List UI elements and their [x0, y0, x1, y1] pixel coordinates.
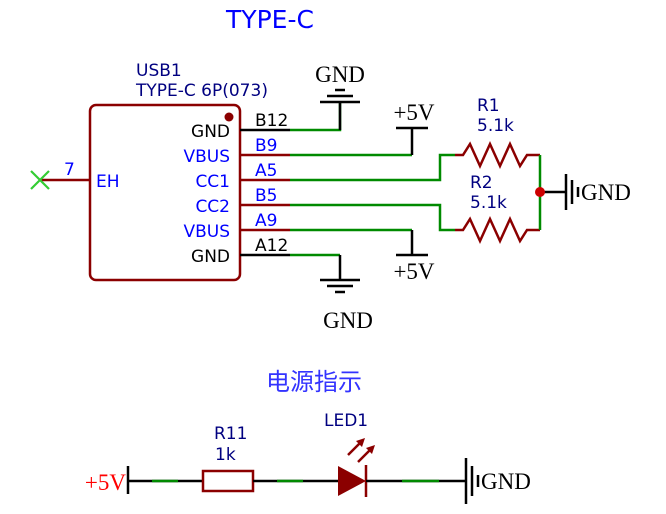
- pin-name-vbus-b9: VBUS: [183, 147, 230, 167]
- usb-body[interactable]: [88, 103, 242, 282]
- pin-name-gnd-a12: GND: [191, 247, 230, 267]
- pin-eh-name: EH: [96, 172, 120, 192]
- pin-name-cc2: CC2: [195, 197, 230, 217]
- no-connect-icon: [30, 170, 50, 190]
- pin-eh-number: 7: [64, 160, 75, 180]
- usb-designator: USB1: [136, 61, 182, 81]
- schematic-title: TYPE-C: [225, 5, 314, 34]
- r1-designator: R1: [477, 96, 500, 116]
- indicator-title: 电源指示: [266, 368, 362, 396]
- resistor-r2[interactable]: [455, 215, 540, 245]
- indicator-gnd-icon: [464, 458, 480, 504]
- gnd-right-label: GND: [581, 180, 631, 205]
- junction-dot: [535, 187, 545, 197]
- pin-name-vbus-a9: VBUS: [183, 222, 230, 242]
- wire-cc2-r2[interactable]: [290, 203, 455, 232]
- resistor-r1[interactable]: [455, 140, 540, 170]
- led-emission-arrows-icon: [347, 438, 375, 463]
- pin-name-gnd-b12: GND: [191, 122, 230, 142]
- wire-cc1-r1[interactable]: [290, 153, 455, 182]
- vcc-top-label: +5V: [393, 100, 434, 125]
- indicator-gnd-label: GND: [481, 469, 531, 494]
- pin1-marker: [224, 112, 234, 122]
- resistor-r11[interactable]: [201, 469, 255, 493]
- gnd-top-label: GND: [315, 62, 365, 87]
- r2-value: 5.1k: [470, 193, 507, 213]
- gnd-bottom-label: GND: [323, 308, 373, 333]
- pin-name-cc1: CC1: [195, 172, 230, 192]
- pin-number-a9: A9: [255, 211, 277, 231]
- led1-designator: LED1: [324, 411, 368, 431]
- usb-connector-symbol[interactable]: [88, 103, 242, 282]
- usb-value: TYPE-C 6P(073): [135, 81, 268, 101]
- gnd-bottom-icon: [320, 278, 360, 294]
- pin-number-b9: B9: [255, 136, 277, 156]
- r1-value: 5.1k: [477, 116, 514, 136]
- gnd-top-icon: [320, 88, 360, 104]
- led1-diode-icon[interactable]: [338, 465, 368, 497]
- r2-designator: R2: [470, 173, 493, 193]
- indicator-vcc-label: +5V: [85, 470, 126, 495]
- pin-number-a12: A12: [255, 236, 288, 256]
- pin-number-b12: B12: [255, 111, 288, 131]
- r11-value: 1k: [215, 445, 236, 465]
- wire-b12-gnd[interactable]: [290, 102, 342, 132]
- pin-number-b5: B5: [255, 186, 277, 206]
- r11-designator: R11: [214, 424, 247, 444]
- pin-number-a5: A5: [255, 161, 277, 181]
- gnd-right-icon: [564, 174, 580, 210]
- vcc-bottom-label: +5V: [393, 259, 434, 284]
